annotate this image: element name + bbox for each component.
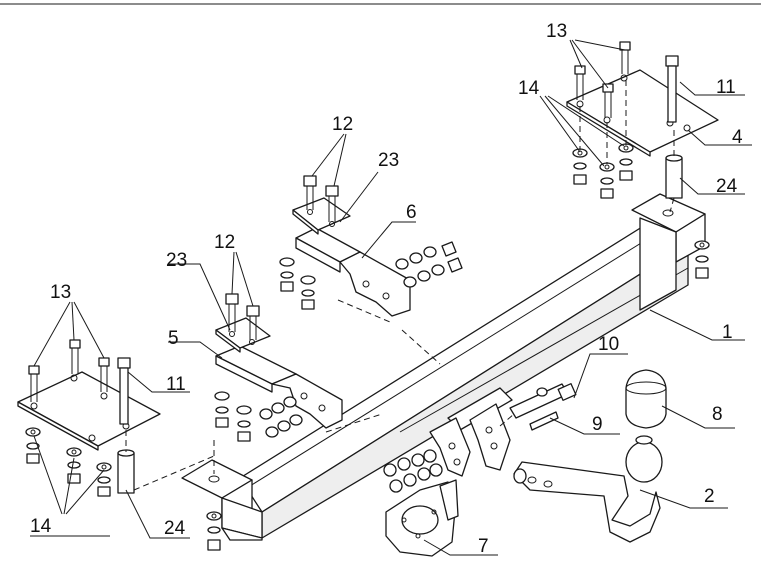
bolt-10-and-pin-9	[499, 383, 577, 431]
callout-14-top-right: 14	[518, 78, 540, 99]
nut-stacks-bracket-5	[214, 329, 441, 442]
callout-12-lower: 12	[214, 232, 235, 253]
callout-labels: 13 14 11 4 24 1 10 9 8 2 7 6 12 23 12 23…	[30, 21, 743, 557]
callout-13-top-right: 13	[546, 21, 567, 42]
callout-9: 9	[592, 414, 603, 435]
bolt-set-12-upper	[303, 175, 339, 222]
washer-nut-set-14-left	[25, 427, 112, 497]
callout-10: 10	[598, 334, 619, 355]
callout-14-left: 14	[30, 516, 52, 537]
long-bolt-11-left	[117, 357, 131, 425]
callout-2: 2	[704, 486, 715, 507]
clamp-plate-23-lower	[215, 317, 271, 353]
main-crossbar	[181, 193, 706, 541]
tow-ball-neck-2	[513, 435, 663, 543]
callout-5: 5	[168, 328, 179, 349]
nut-stacks-bracket-6	[279, 241, 463, 323]
callout-4: 4	[732, 127, 743, 148]
mounting-plate-top-left	[17, 371, 161, 451]
callout-1: 1	[722, 322, 733, 343]
callout-6: 6	[406, 202, 417, 223]
socket-bracket-7	[383, 449, 459, 557]
callout-24-top-right: 24	[716, 176, 738, 197]
side-bracket-5	[215, 345, 343, 429]
spacer-24-top-right	[665, 130, 683, 213]
ball-mount-bracket	[429, 387, 513, 477]
callout-7: 7	[478, 536, 489, 557]
clamp-plate-23-upper	[292, 197, 351, 235]
spacer-24-left	[117, 430, 215, 494]
nut-stack-right-end	[694, 240, 710, 279]
callout-11-top-right: 11	[716, 77, 736, 98]
long-bolt-11-top-right	[665, 55, 679, 123]
mounting-plate-4	[566, 69, 719, 157]
callout-12-upper: 12	[332, 114, 353, 135]
callout-24-left: 24	[164, 518, 186, 539]
nut-stack-left-end	[206, 440, 222, 551]
callout-23-lower: 23	[166, 250, 187, 271]
side-bracket-6	[295, 227, 411, 317]
ball-cover-8	[625, 369, 667, 429]
leader-lines	[30, 39, 752, 556]
callout-23-upper: 23	[378, 150, 399, 171]
callout-11-left: 11	[166, 374, 186, 395]
bolt-set-13-left	[28, 339, 110, 402]
callout-13-left: 13	[50, 282, 71, 303]
callout-8: 8	[712, 404, 723, 425]
washer-nut-set-14-top-right	[572, 80, 634, 199]
